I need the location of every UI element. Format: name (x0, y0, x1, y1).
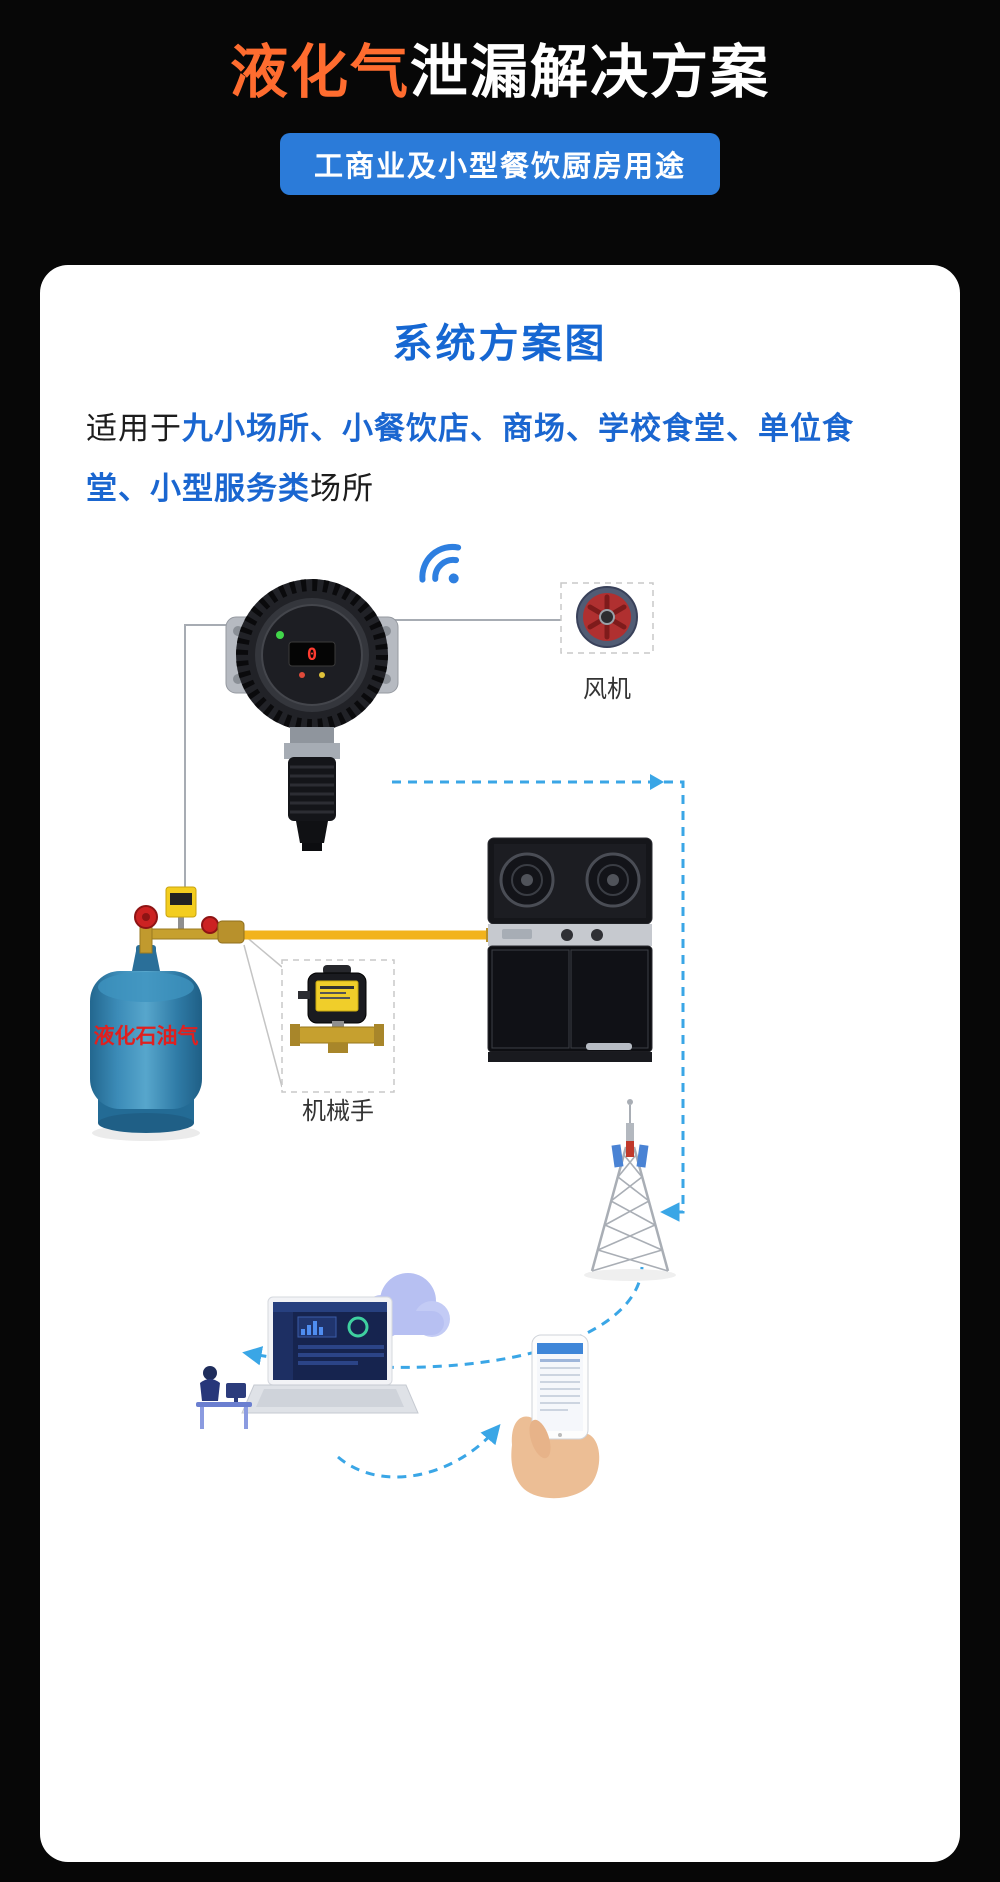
subtitle-pill: 工商业及小型餐饮厨房用途 (279, 132, 720, 195)
gas-stove (487, 837, 653, 1062)
card-title: 系统方案图 (392, 322, 608, 366)
header: 液化气泄漏解决方案 工商业及小型餐饮厨房用途 (0, 0, 1000, 195)
detector-display-value: 0 (307, 645, 317, 665)
dashed-arrow-laptop-to-phone (337, 1424, 501, 1479)
detector-led-green (276, 631, 284, 639)
leader-line-bottom (243, 944, 283, 1088)
desc-suffix: 场所 (310, 471, 374, 507)
cylinder-label: 液化石油气 (94, 1024, 199, 1048)
solution-card: 系统方案图 适用于九小场所、小餐饮店、商场、学校食堂、单位食堂、小型服务类场所 (40, 265, 960, 1862)
page-title: 液化气泄漏解决方案 (0, 40, 1000, 107)
gas-detector-device: 0 (225, 579, 399, 851)
dashed-control-line (392, 780, 685, 1222)
desc-highlight: 九小场所、小餐饮店、商场、学校食堂、单位食堂、小型服务类 (86, 411, 854, 507)
cylinder-valve-assembly (134, 886, 245, 954)
leader-line-top (243, 934, 283, 968)
detector-display: 0 (288, 641, 336, 667)
dashed-line-mid-arrow (650, 774, 664, 790)
fan-callout-box (560, 582, 654, 654)
fan-label: 风机 (583, 676, 631, 703)
wire-detector-to-valve (184, 624, 242, 889)
wifi-icon (419, 543, 462, 584)
signal-tower (584, 1099, 676, 1281)
manipulator-valve-icon (290, 965, 384, 1053)
detector-led-red (299, 672, 305, 678)
title-highlight: 液化气 (229, 40, 410, 105)
title-rest: 泄漏解决方案 (410, 40, 771, 105)
monitoring-laptop (241, 1296, 419, 1414)
card-description: 适用于九小场所、小餐饮店、商场、学校食堂、单位食堂、小型服务类场所 (86, 399, 914, 520)
mobile-phone (511, 1334, 600, 1499)
fan-icon (576, 586, 638, 648)
manipulator-label: 机械手 (302, 1098, 374, 1125)
operator-person (196, 1366, 252, 1429)
detector-led-yellow (319, 672, 325, 678)
dashed-arrow-tower-to-operator (242, 1266, 644, 1369)
desc-prefix: 适用于 (86, 411, 182, 446)
gas-cylinder: 液化石油气 (90, 945, 202, 1141)
system-diagram: 0 (90, 543, 685, 1499)
manipulator-callout-box (281, 959, 395, 1093)
